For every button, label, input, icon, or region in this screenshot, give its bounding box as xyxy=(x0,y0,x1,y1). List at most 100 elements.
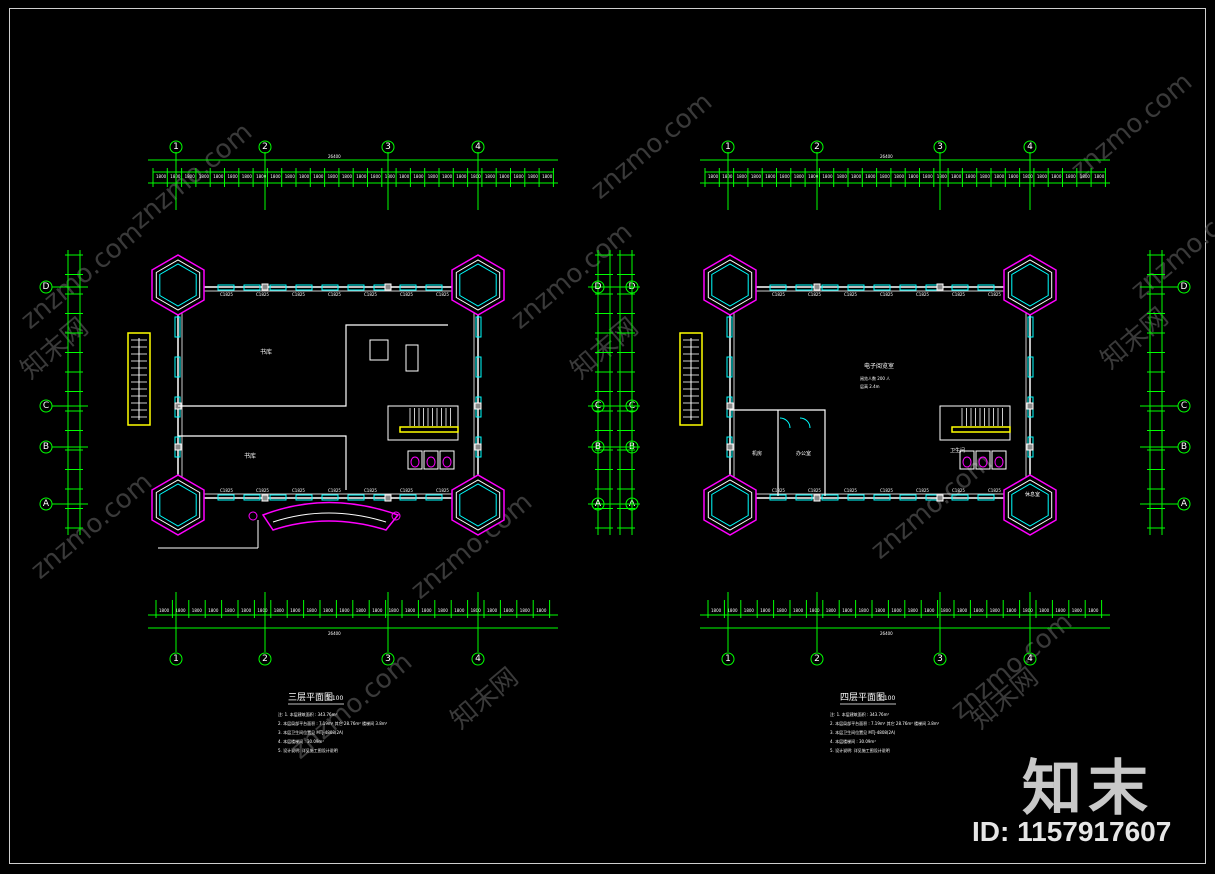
partition-wall xyxy=(178,324,448,407)
dimension-value: 1800 xyxy=(323,608,334,613)
dimension-total: 26400 xyxy=(880,631,893,636)
dimension-value: 1800 xyxy=(256,174,267,179)
dimension-value: 1800 xyxy=(780,174,791,179)
toilet-stall xyxy=(991,450,1007,470)
dimension-value: 1800 xyxy=(528,174,539,179)
dimension-value: 1800 xyxy=(865,174,876,179)
logo-wordmark: 知末 xyxy=(1022,754,1154,824)
dimension-value: 1800 xyxy=(924,608,935,613)
window xyxy=(399,284,417,291)
corner-tower-inner xyxy=(155,479,201,531)
corner-tower-inner xyxy=(455,479,501,531)
dimension-value: 1800 xyxy=(937,174,948,179)
axis-label: 1 xyxy=(725,654,731,664)
dimension-value: 1800 xyxy=(793,608,804,613)
axis-label: 1 xyxy=(725,142,731,152)
axis-bubble xyxy=(1023,140,1037,154)
window xyxy=(951,494,969,501)
window xyxy=(321,494,339,501)
toilet-fixture xyxy=(442,456,452,468)
corner-tower-inner xyxy=(1007,259,1053,311)
dimension-value: 1800 xyxy=(1066,174,1077,179)
desk xyxy=(369,339,389,361)
axis-bubble xyxy=(933,652,947,666)
dimension-value: 1800 xyxy=(485,174,496,179)
axis-label: 2 xyxy=(814,142,820,152)
window xyxy=(321,284,339,291)
column xyxy=(1026,443,1034,451)
dimension-value: 1800 xyxy=(1055,608,1066,613)
column xyxy=(474,443,482,451)
corner-tower-inner xyxy=(455,259,501,311)
axis-bubble xyxy=(39,497,53,511)
dimension-value: 1800 xyxy=(851,174,862,179)
window-label: C1825 xyxy=(808,292,821,297)
plan-note: 4. 本层楼梯间 : 30.09m² xyxy=(278,738,324,744)
axis-bubble xyxy=(1177,280,1191,294)
toilet-stall xyxy=(423,450,439,470)
window xyxy=(243,284,261,291)
column xyxy=(936,283,944,291)
dimension-value: 1800 xyxy=(994,174,1005,179)
dimension-value: 1800 xyxy=(438,608,449,613)
window-label: C1825 xyxy=(880,488,893,493)
window xyxy=(217,284,235,291)
room-label: 机房 xyxy=(752,450,762,457)
dimension-value: 1800 xyxy=(760,608,771,613)
window-label: C1825 xyxy=(364,488,377,493)
axis-bubble xyxy=(933,140,947,154)
dimension-value: 1800 xyxy=(822,174,833,179)
dimension-value: 1800 xyxy=(372,608,383,613)
window xyxy=(795,284,813,291)
dimension-value: 1800 xyxy=(1006,608,1017,613)
plan-note: 5. 设计说明: 详见施工图设计说明 xyxy=(278,747,338,753)
window xyxy=(899,494,917,501)
plan-note: 3. 本层卫生间位置见 MTJ-4808(2A) xyxy=(278,729,344,735)
axis-bubble xyxy=(591,440,605,454)
dimension-value: 1800 xyxy=(339,608,350,613)
column xyxy=(813,283,821,291)
window-label: C1825 xyxy=(880,292,893,297)
dimension-value: 1800 xyxy=(471,174,482,179)
window-label: C1825 xyxy=(916,488,929,493)
window-label: C1825 xyxy=(256,292,269,297)
watermark-brand: 知末网 xyxy=(445,662,524,735)
corner-tower-inner xyxy=(1007,479,1053,531)
window xyxy=(977,284,995,291)
stair-outline xyxy=(127,332,151,426)
window xyxy=(951,284,969,291)
dimension-value: 1800 xyxy=(159,608,170,613)
dimension-value: 1800 xyxy=(156,174,167,179)
dimension-value: 1800 xyxy=(290,608,301,613)
dimension-value: 1800 xyxy=(228,174,239,179)
plan-note: 4. 本层楼梯间 : 30.09m² xyxy=(830,738,876,744)
window-label: C1825 xyxy=(952,488,965,493)
toilet-stall xyxy=(959,450,975,470)
corner-tower xyxy=(703,474,757,536)
interior-wall-line xyxy=(733,290,1027,495)
window xyxy=(295,494,313,501)
window xyxy=(821,284,839,291)
axis-bubble xyxy=(721,140,735,154)
corner-tower-window xyxy=(1011,483,1049,527)
dimension-value: 1800 xyxy=(826,608,837,613)
axis-bubble xyxy=(1177,399,1191,413)
dimension-value: 1800 xyxy=(536,608,547,613)
dimension-value: 1800 xyxy=(356,174,367,179)
axis-label: D xyxy=(1181,282,1188,292)
window xyxy=(726,316,733,338)
dimension-value: 1800 xyxy=(405,608,416,613)
column xyxy=(174,443,182,451)
plan-note: 5. 设计说明: 详见施工图设计说明 xyxy=(830,747,890,753)
axis-label: C xyxy=(595,401,601,411)
axis-label: 3 xyxy=(937,654,943,664)
axis-label: 3 xyxy=(385,654,391,664)
toilet-fixture xyxy=(410,456,420,468)
dimension-total: 26400 xyxy=(880,154,893,159)
window-label: C1825 xyxy=(220,488,233,493)
dimension-value: 1800 xyxy=(751,174,762,179)
axis-bubble xyxy=(169,140,183,154)
window xyxy=(174,316,181,338)
window-label: C1825 xyxy=(436,292,449,297)
dimension-value: 1800 xyxy=(965,174,976,179)
